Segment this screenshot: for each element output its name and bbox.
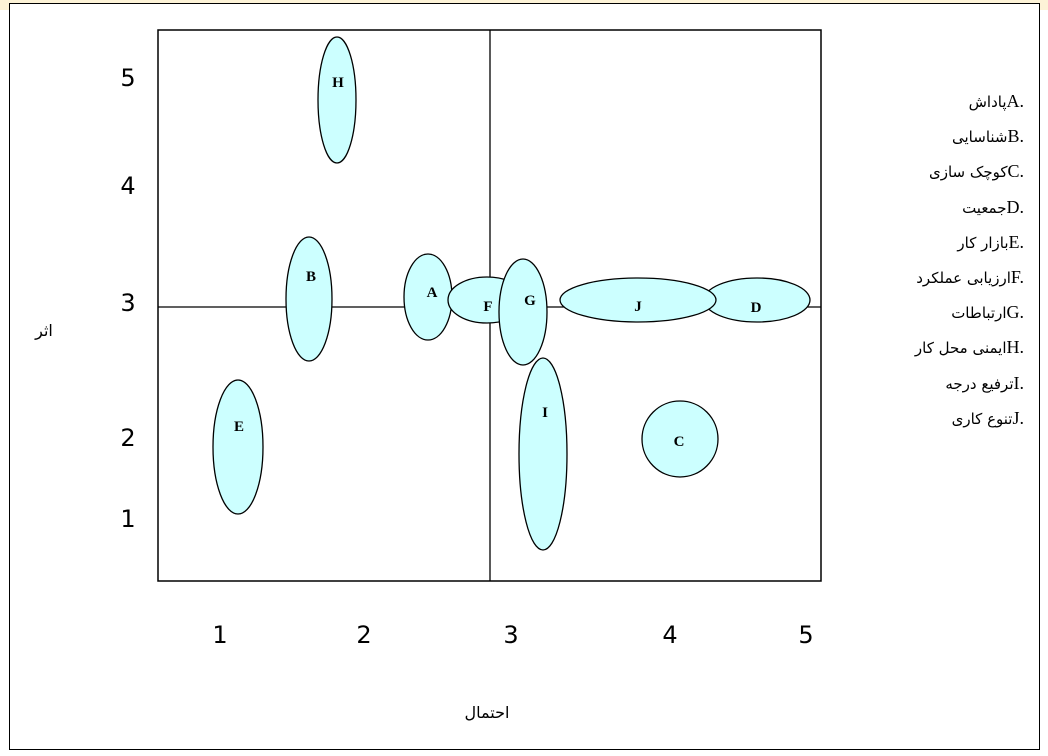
x-tick-label-4: 4 <box>662 621 677 649</box>
point-I-ellipse <box>518 357 568 551</box>
legend-item-i: I.ترفیع درجه <box>832 366 1024 401</box>
legend-label: ترفیع درجه <box>945 374 1014 393</box>
point-H-label: H <box>332 75 344 91</box>
x-tick-label-3: 3 <box>503 621 518 649</box>
y-axis-label: اثر <box>34 321 53 341</box>
point-A-label: A <box>427 285 438 301</box>
legend-key: D. <box>1006 196 1025 217</box>
legend-key: E. <box>1008 231 1025 252</box>
legend-key: B. <box>1007 126 1024 147</box>
legend-item-d: D.جمعیت <box>832 190 1024 225</box>
point-G-label: G <box>524 293 536 309</box>
point-B-label: B <box>306 269 316 285</box>
point-G-ellipse <box>498 258 548 366</box>
legend-key: F. <box>1010 267 1024 288</box>
legend-label: پاداش <box>968 93 1007 111</box>
legend-label: ایمنی محل کار <box>914 339 1007 358</box>
legend-item-e: E.بازار کار <box>832 225 1024 260</box>
y-tick-label-1: 1 <box>120 505 135 533</box>
point-D-label: D <box>751 300 762 316</box>
legend-label: ارتباطات <box>951 304 1007 323</box>
x-tick-label-1: 1 <box>212 621 227 649</box>
point-I-label: I <box>542 405 548 421</box>
point-C-ellipse <box>641 400 719 478</box>
legend-key: H. <box>1006 337 1025 358</box>
legend-label: ارزیابی عملکرد <box>916 269 1011 288</box>
y-tick-label-5: 5 <box>120 64 135 92</box>
y-tick-label-4: 4 <box>120 172 135 200</box>
legend-label: کوچک سازی <box>929 163 1008 182</box>
legend-key: G. <box>1006 302 1025 323</box>
legend-item-b: B.شناسایی <box>832 119 1024 154</box>
legend-item-a: A.پاداش <box>832 84 1024 119</box>
legend-label: جمعیت <box>962 198 1007 217</box>
legend-label: شناسایی <box>952 128 1008 147</box>
x-axis-label: احتمال <box>465 703 510 722</box>
legend-key: C. <box>1007 161 1024 182</box>
legend-key: J. <box>1012 407 1024 428</box>
point-F-label: F <box>483 299 492 315</box>
legend-item-h: H.ایمنی محل کار <box>832 330 1024 365</box>
legend-key: I. <box>1013 372 1025 393</box>
x-tick-label-5: 5 <box>798 621 813 649</box>
legend-label: تنوع کاری <box>951 409 1013 428</box>
point-J-label: J <box>634 299 642 315</box>
point-J-ellipse <box>559 277 717 323</box>
legend-item-f: F.ارزیابی عملکرد <box>832 260 1024 295</box>
point-B-ellipse <box>285 236 333 362</box>
legend-item-g: G.ارتباطات <box>832 295 1024 330</box>
y-tick-label-2: 2 <box>120 424 135 452</box>
legend-item-c: C.کوچک سازی <box>832 154 1024 189</box>
legend-item-j: J.تنوع کاری <box>832 401 1024 436</box>
x-tick-label-2: 2 <box>356 621 371 649</box>
point-E-label: E <box>234 419 244 435</box>
y-tick-label-3: 3 <box>120 289 135 317</box>
point-C-label: C <box>674 434 685 450</box>
point-E-ellipse <box>212 379 264 515</box>
legend-key: A. <box>1006 91 1025 111</box>
legend-label: بازار کار <box>957 233 1009 252</box>
point-H-ellipse <box>317 36 357 164</box>
